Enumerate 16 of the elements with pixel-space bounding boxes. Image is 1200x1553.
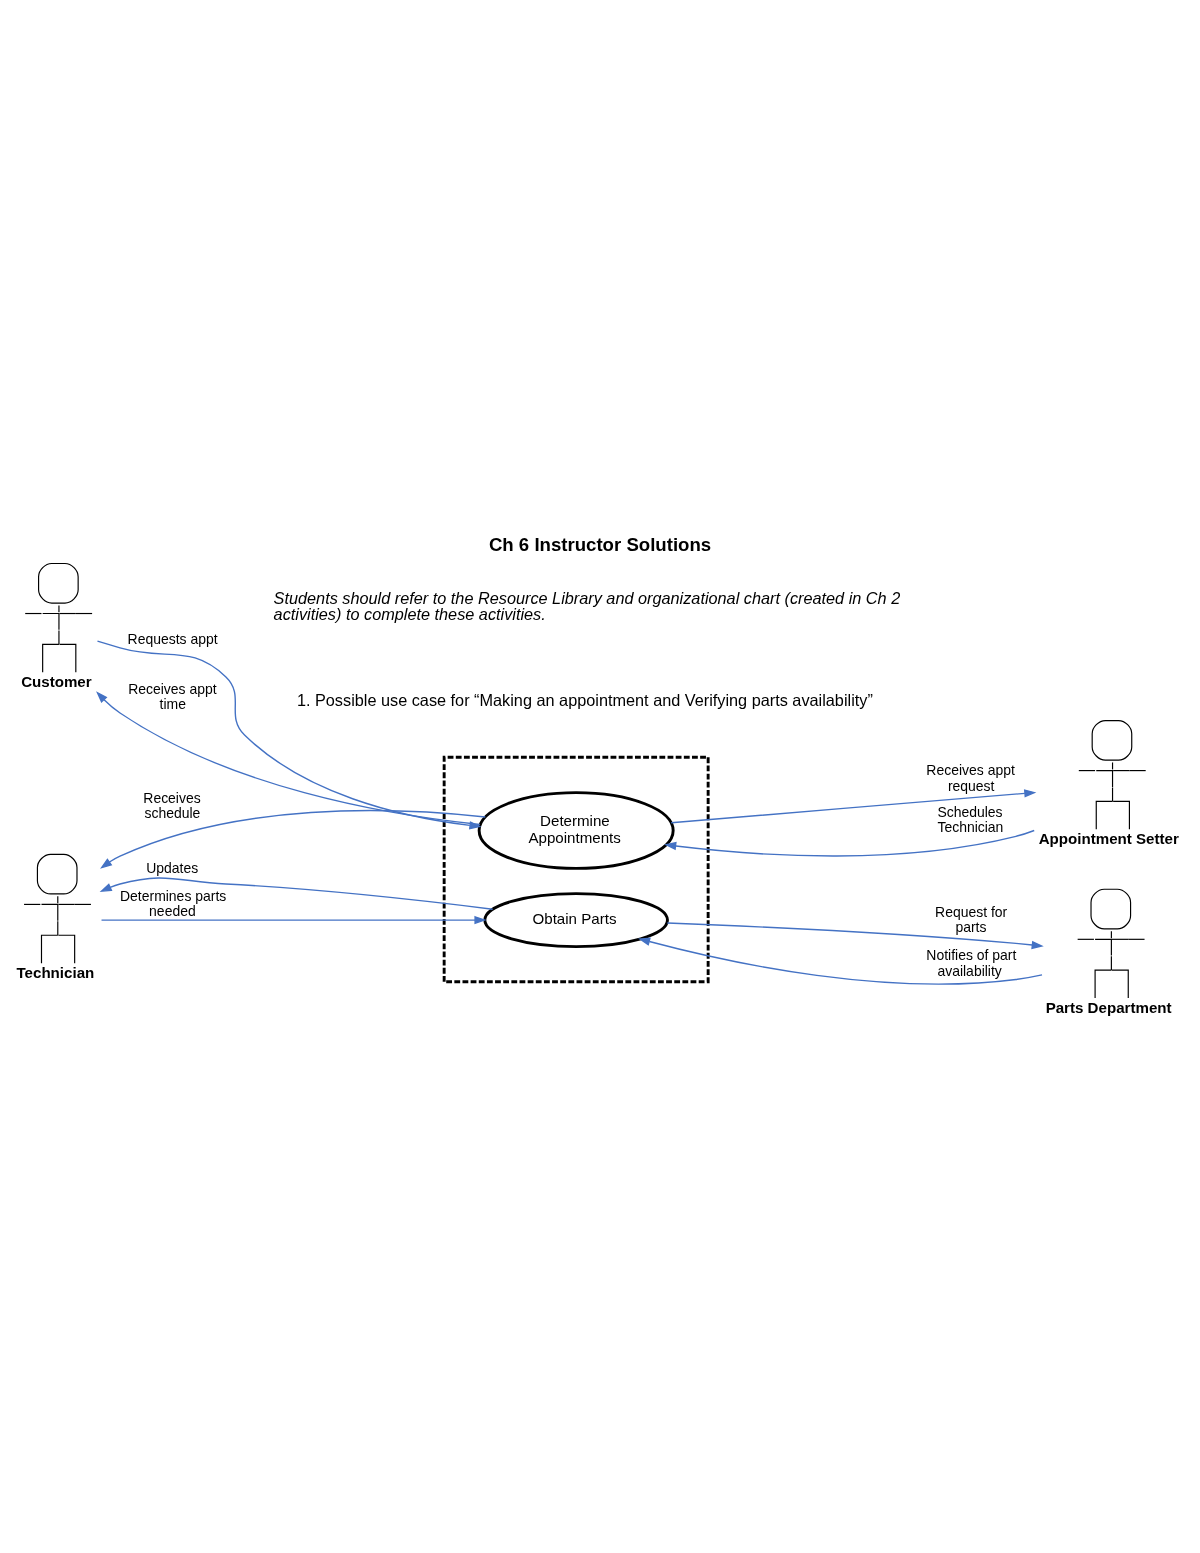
edge-label: Request for parts <box>935 903 1008 935</box>
diagram-title: Ch 6 Instructor Solutions <box>488 533 712 555</box>
edge-label: Determines parts needed <box>120 887 227 919</box>
edge-label: Receives appt time <box>128 680 217 712</box>
edge-label: Requests appt <box>127 630 218 647</box>
node-label: Technician <box>16 963 95 981</box>
edge-label: Schedules Technician <box>937 803 1004 835</box>
edge-label: Receives appt request <box>926 761 1015 793</box>
label: Students should refer to the Resource Library and organizational chart (created in Ch 2 activities) to complete these activities. <box>273 588 901 623</box>
node-label: Customer <box>21 672 92 690</box>
edge-label: Notifies of part availability <box>926 946 1017 978</box>
edge-label: Receives schedule <box>143 789 201 821</box>
label: 1. Possible use case for “Making an appointment and Verifying parts availability” <box>296 690 873 709</box>
edge-label: Updates <box>146 859 199 876</box>
node-label: Parts Department <box>1045 998 1172 1015</box>
node-label: Appointment Setter <box>1038 829 1179 847</box>
